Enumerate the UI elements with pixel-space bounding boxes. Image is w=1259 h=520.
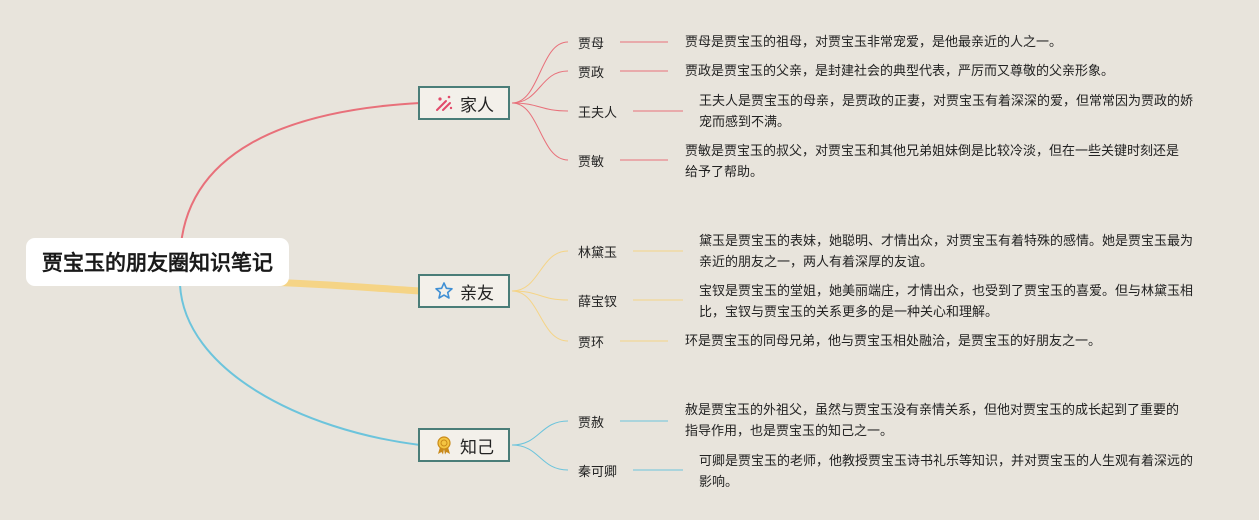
branch-confidants [179,284,421,446]
category-confidants-label: 知己 [460,437,494,458]
node-name-qinkeqing[interactable]: 秦可卿 [578,465,618,480]
node-desc-jiamin: 贾敏是贾宝玉的叔父，对贾宝玉和其他兄弟姐妹倒是比较冷淡，但在一些关键时刻还是给予… [685,144,1180,180]
node-desc-lindaiyu: 黛玉是贾宝玉的表妹，她聪明、才情出众，对贾宝玉有着特殊的感情。她是贾宝玉最为亲近… [699,234,1194,270]
node-name-jiazheng[interactable]: 贾政 [578,66,605,81]
node-name-jiahuan[interactable]: 贾环 [578,336,605,351]
category-family[interactable]: 家人 [418,86,510,120]
node-desc-xuebaochai: 宝钗是贾宝玉的堂姐，她美丽端庄，才情出众，也受到了贾宝玉的喜爱。但与林黛玉相比，… [699,284,1194,320]
edge-jiahuan [511,290,569,342]
branch-family [179,102,421,263]
edge-xuebaochai [511,290,569,301]
edge-jiazheng [511,70,569,104]
node-desc-jiamu: 贾母是贾宝玉的祖母，对贾宝玉非常宠爱，是他最亲近的人之一。 [685,35,1063,50]
node-name-xuebaochai[interactable]: 薛宝钗 [578,295,618,310]
edge-lindaiyu [511,250,569,292]
award-icon [434,435,454,455]
edge-jiamu [511,41,569,104]
node-name-jiashe[interactable]: 贾赦 [578,416,605,431]
edge-wangfuren [511,102,569,112]
category-confidants[interactable]: 知己 [418,428,510,462]
node-desc-wangfuren: 王夫人是贾宝玉的母亲，是贾政的正妻，对贾宝玉有着深深的爱，但常常因为贾政的娇宠而… [699,94,1194,130]
node-name-lindaiyu[interactable]: 林黛玉 [578,246,618,261]
category-family-label: 家人 [460,95,494,116]
node-name-jiamin[interactable]: 贾敏 [578,155,605,170]
edge-jiamin [511,102,569,161]
edge-qinkeqing [511,444,569,471]
node-desc-qinkeqing: 可卿是贾宝玉的老师，他教授贾宝玉诗书礼乐等知识，并对贾宝玉的人生观有着深远的影响… [699,454,1194,490]
node-desc-jiashe: 赦是贾宝玉的外祖父，虽然与贾宝玉没有亲情关系，但他对贾宝玉的成长起到了重要的指导… [685,403,1180,439]
category-friends-label: 亲友 [460,283,494,304]
category-friends[interactable]: 亲友 [418,274,510,308]
edge-jiashe [511,420,569,446]
node-desc-jiahuan: 环是贾宝玉的同母兄弟，他与贾宝玉相处融洽，是贾宝玉的好朋友之一。 [685,334,1102,349]
node-desc-jiazheng: 贾政是贾宝玉的父亲，是封建社会的典型代表，严厉而又尊敬的父亲形象。 [685,64,1115,79]
sparkle-icon [434,93,454,113]
node-name-jiamu[interactable]: 贾母 [578,37,605,52]
node-name-wangfuren[interactable]: 王夫人 [578,106,618,121]
star-icon [434,281,454,301]
root-topic[interactable]: 贾宝玉的朋友圈知识笔记 [26,238,289,286]
